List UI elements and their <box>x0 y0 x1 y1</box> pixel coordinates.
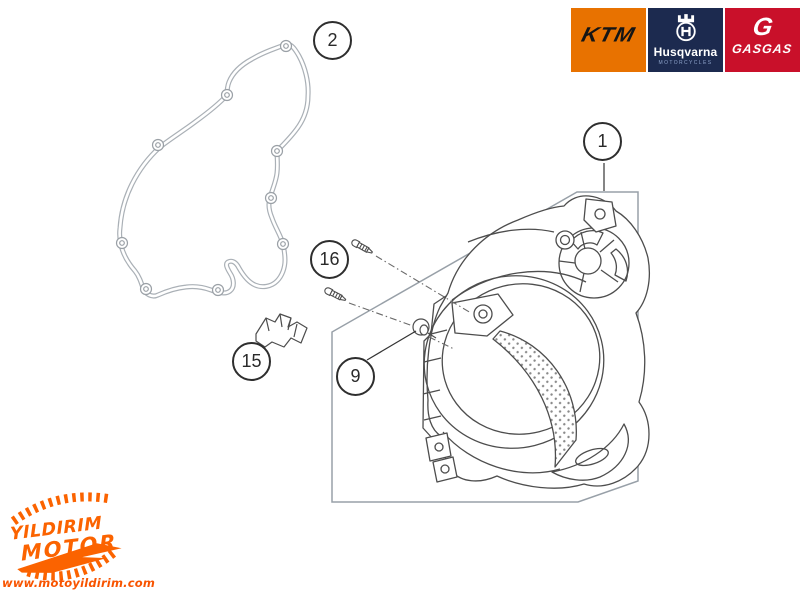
gasgas-g-icon: G <box>750 13 775 41</box>
gasket-part-2 <box>115 39 311 299</box>
callout-label: 1 <box>597 131 608 151</box>
gear-sprocket-logo: YILDIRIM MOTOR <box>10 492 122 581</box>
husqvarna-sublabel: MOTORCYCLES <box>658 60 713 66</box>
gasgas-wordmark: GASGAS <box>731 42 794 56</box>
leader-lines <box>366 163 605 361</box>
callout-label: 9 <box>350 366 361 386</box>
callout-part-15[interactable]: 15 <box>232 342 271 381</box>
part1-bounding-box <box>331 191 639 503</box>
gear-teeth-top <box>10 492 113 525</box>
clutch-cover-part-1 <box>422 195 651 489</box>
plug-part-9 <box>412 318 437 339</box>
website-url: www.motoyildirim.com <box>2 576 156 590</box>
dealer-watermark: YILDIRIM MOTOR <box>2 476 146 592</box>
screws-part-16 <box>324 239 374 302</box>
husqvarna-logo: Husqvarna MOTORCYCLES <box>648 8 723 72</box>
rotor-lobe <box>558 227 630 299</box>
callout-part-16[interactable]: 16 <box>310 240 349 279</box>
ktm-wordmark: KTM <box>579 22 638 46</box>
callout-part-2[interactable]: 2 <box>313 21 352 60</box>
screw-axis-lines <box>348 255 472 350</box>
gasket-bolt-holes <box>115 39 293 297</box>
callout-label: 2 <box>327 30 338 50</box>
brand-logo-strip: KTM Husqvarna MOTORCYCLES G GASGAS <box>571 8 800 72</box>
husqvarna-wordmark: Husqvarna <box>653 45 718 59</box>
gear-teeth-bottom <box>26 547 119 581</box>
callout-part-9[interactable]: 9 <box>336 357 375 396</box>
gasgas-logo: G GASGAS <box>725 8 800 72</box>
hatched-area <box>492 330 577 468</box>
callout-label: 16 <box>319 249 340 269</box>
ktm-logo: KTM <box>571 8 646 72</box>
clip-part-15 <box>255 313 308 348</box>
callout-part-1[interactable]: 1 <box>583 122 622 161</box>
callout-label: 15 <box>241 351 262 371</box>
husqvarna-crown-icon <box>675 14 696 42</box>
wing-swoosh <box>17 543 122 573</box>
